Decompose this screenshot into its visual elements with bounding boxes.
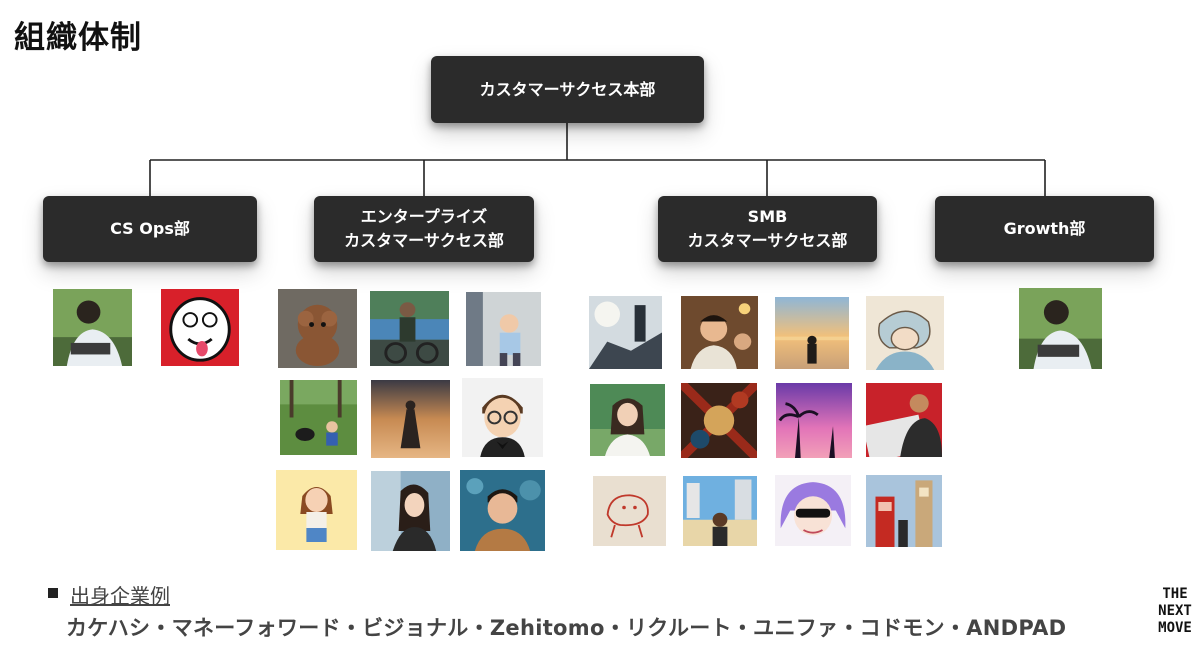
member-photo [775, 297, 849, 369]
member-photo [460, 470, 545, 551]
brand-logo: THE NEXT MOVE [1154, 586, 1196, 637]
page-title: 組織体制 [14, 12, 142, 57]
logo-line: THE [1154, 586, 1196, 603]
dept-growth: Growth部 [935, 196, 1154, 262]
member-photo [161, 289, 239, 366]
member-photo [589, 296, 662, 369]
dept-cs-ops: CS Ops部 [43, 196, 257, 262]
member-photo [775, 475, 851, 546]
bullet-icon [48, 588, 58, 598]
member-photo [776, 383, 852, 458]
org-root-node: カスタマーサクセス本部 [431, 56, 704, 123]
logo-line: MOVE [1154, 620, 1196, 637]
member-photo [1019, 288, 1102, 369]
member-photo [683, 476, 757, 546]
member-photo [590, 384, 665, 456]
member-photo [466, 292, 541, 366]
member-photo [593, 476, 666, 546]
member-photo [276, 470, 357, 550]
logo-line: NEXT [1154, 603, 1196, 620]
examples-companies: カケハシ・マネーフォワード・ビジョナル・Zehitomo・リクルート・ユニファ・… [66, 612, 1066, 642]
member-photo [866, 475, 942, 547]
member-photo [462, 378, 543, 457]
member-photo [681, 383, 757, 458]
member-photo [53, 289, 132, 366]
member-photo [280, 380, 357, 455]
member-photo [866, 383, 942, 457]
member-photo [866, 296, 944, 370]
member-photo [371, 471, 450, 551]
member-photo [370, 291, 449, 366]
member-photo [371, 380, 450, 458]
dept-smb-cs: SMB カスタマーサクセス部 [658, 196, 877, 262]
member-photo [681, 296, 758, 369]
dept-enterprise-cs: エンタープライズ カスタマーサクセス部 [314, 196, 534, 262]
member-photo [278, 289, 357, 368]
examples-heading: 出身企業例 [70, 580, 170, 609]
